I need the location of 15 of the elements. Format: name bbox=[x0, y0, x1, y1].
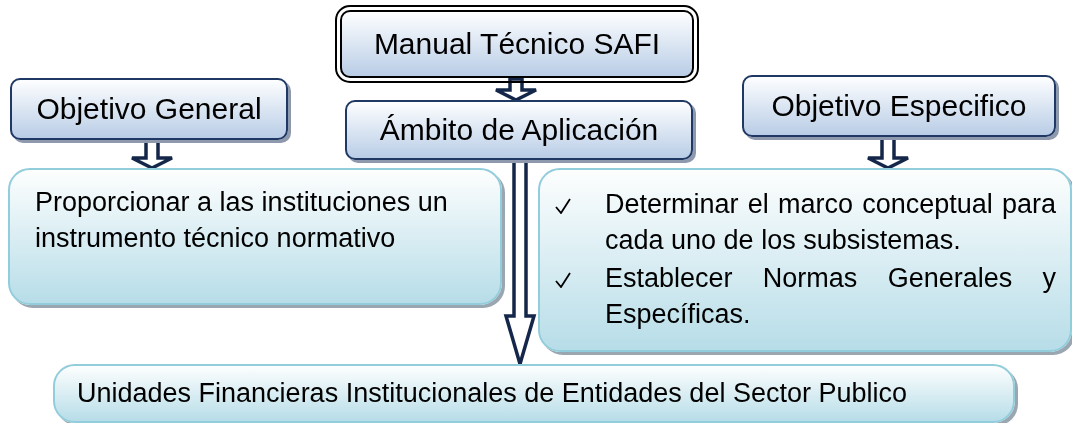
heading-box bbox=[10, 78, 288, 140]
body-text: Unidades Financieras Institucionales de Entidades del Sector Publico bbox=[76, 377, 908, 410]
heading-box bbox=[742, 75, 1056, 137]
bullet-text: Establecer Normas Generales y Específicas. bbox=[605, 262, 1056, 331]
heading-text: Objetivo Especifico bbox=[771, 89, 1027, 123]
heading-text: Objetivo General bbox=[36, 92, 262, 126]
body-text: Proporcionar a las instituciones un instrumento técnico normativo bbox=[34, 186, 449, 255]
heading-text: Ámbito de Aplicación bbox=[379, 113, 659, 147]
text-panel bbox=[53, 364, 1015, 423]
block-arrow bbox=[494, 77, 538, 102]
text-panel bbox=[538, 168, 1072, 352]
bullet-text: Determinar el marco conceptual para cada uno de los subsistemas. bbox=[605, 188, 1056, 257]
heading-box bbox=[345, 100, 693, 160]
text-panel bbox=[8, 168, 502, 305]
heading-text: Manual Técnico SAFI bbox=[373, 27, 661, 61]
